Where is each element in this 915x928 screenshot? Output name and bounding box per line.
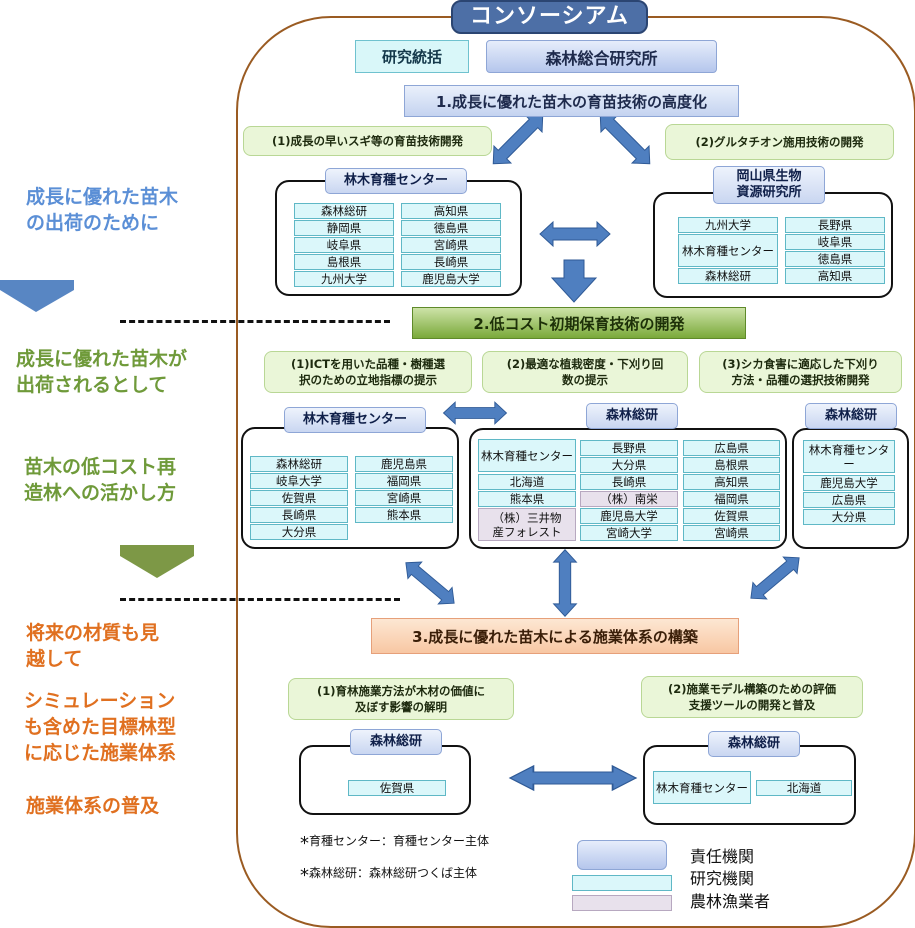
note-2: *森林総研：森林総研つくば主体 <box>300 864 560 886</box>
org-cell: 長崎県 <box>401 254 501 270</box>
org-cell: 林木育種センター <box>678 234 778 267</box>
legend-label-research: 研究機関 <box>690 869 755 888</box>
left-text-6: 施業体系の普及 <box>26 795 160 817</box>
left-text-5: シミュレーション も含めた目標林型 に応じた施業体系 <box>24 690 177 764</box>
org-cell: 岐阜県 <box>785 234 885 250</box>
org-cell: 鹿児島大学 <box>580 508 678 524</box>
consortium-title: コンソーシアム <box>451 0 648 34</box>
org-cell: 鹿児島大学 <box>401 271 501 287</box>
org-cell: 林木育種センター <box>803 440 895 473</box>
org-cell: 徳島県 <box>785 251 885 267</box>
group-head: 森林総研 <box>708 731 800 757</box>
theme-2-subtopic-3: (3)シカ食害に適応した下刈り 方法・品種の選択技術開発 <box>699 351 902 393</box>
group-head: 森林総研 <box>805 403 897 429</box>
org-cell: 林木育種センター <box>478 439 576 472</box>
org-cell: 高知県 <box>401 203 501 219</box>
org-cell: 北海道 <box>478 474 576 490</box>
org-cell: 宮崎県 <box>683 525 780 541</box>
theme-3-subtopic-1: (1)育林施業方法が木材の価値に 及ぼす影響の解明 <box>288 678 514 720</box>
org-cell: 長崎県 <box>250 507 348 523</box>
group-head: 岡山県生物 資源研究所 <box>713 166 825 204</box>
lead-org: 森林総合研究所 <box>486 40 717 73</box>
theme-1-title: 1.成長に優れた苗木の育苗技術の高度化 <box>404 85 739 117</box>
org-cell: 森林総研 <box>250 456 348 472</box>
org-cell: 森林総研 <box>678 268 778 284</box>
separator-line <box>120 320 390 323</box>
theme-1-subtopic-1: (1)成長の早いスギ等の育苗技術開発 <box>243 126 492 156</box>
org-cell-farmer: （株）南栄 <box>580 491 678 507</box>
org-cell: 福岡県 <box>355 473 453 489</box>
theme-3-subtopic-2: (2)施業モデル構築のための評価 支援ツールの開発と普及 <box>641 676 863 718</box>
note-text: 森林総研：森林総研つくば主体 <box>309 866 478 880</box>
org-cell: 大分県 <box>250 524 348 540</box>
org-cell: 静岡県 <box>294 220 394 236</box>
org-cell: 熊本県 <box>355 507 453 523</box>
legend-swatch-farmer <box>572 895 672 911</box>
org-cell: 広島県 <box>803 492 895 508</box>
theme-3-title: 3.成長に優れた苗木による施業体系の構築 <box>371 618 739 654</box>
left-down-arrow-icon <box>0 280 74 312</box>
theme-2-title: 2.低コスト初期保育技術の開発 <box>412 307 746 339</box>
org-cell: 鹿児島大学 <box>803 475 895 491</box>
left-down-arrow-icon <box>120 545 194 578</box>
group-head: 森林総研 <box>586 403 678 429</box>
separator-line <box>120 598 400 601</box>
org-cell: 九州大学 <box>294 271 394 287</box>
org-cell: 島根県 <box>683 457 780 473</box>
org-cell: 森林総研 <box>294 203 394 219</box>
org-cell: 長崎県 <box>580 474 678 490</box>
theme-1-subtopic-2: (2)グルタチオン施用技術の開発 <box>665 124 894 160</box>
org-cell: 北海道 <box>756 780 852 796</box>
org-cell: 宮崎県 <box>355 490 453 506</box>
group-head: 林木育種センター <box>284 407 426 433</box>
org-cell: 林木育種センター <box>653 771 751 804</box>
note-text: 育種センター：育種センター主体 <box>309 834 490 848</box>
org-cell: 九州大学 <box>678 217 778 233</box>
org-cell: 鹿児島県 <box>355 456 453 472</box>
legend-swatch-responsible <box>577 840 667 870</box>
org-cell: 大分県 <box>580 457 678 473</box>
note-star: * <box>300 865 309 886</box>
org-cell: 熊本県 <box>478 491 576 507</box>
org-cell: 高知県 <box>785 268 885 284</box>
org-cell: 佐賀県 <box>348 780 446 796</box>
org-cell: 長野県 <box>580 440 678 456</box>
org-cell: 広島県 <box>683 440 780 456</box>
org-cell: 宮崎大学 <box>580 525 678 541</box>
org-cell: 高知県 <box>683 474 780 490</box>
org-cell: 佐賀県 <box>250 490 348 506</box>
org-cell: 岐阜大学 <box>250 473 348 489</box>
theme-2-subtopic-1: (1)ICTを用いた品種・樹種選 択のための立地指標の提示 <box>264 351 472 393</box>
org-cell: 岐阜県 <box>294 237 394 253</box>
note-star: * <box>300 833 309 854</box>
legend-swatch-research <box>572 875 672 891</box>
group-head: 森林総研 <box>350 729 442 755</box>
theme-2-subtopic-2: (2)最適な植栽密度・下刈り回 数の提示 <box>482 351 688 393</box>
org-cell: 佐賀県 <box>683 508 780 524</box>
org-cell: 宮崎県 <box>401 237 501 253</box>
lead-label: 研究統括 <box>355 40 469 73</box>
legend-label-responsible: 責任機関 <box>690 847 755 866</box>
org-cell: 大分県 <box>803 509 895 525</box>
org-cell-farmer: （株）三井物 産フォレスト <box>478 508 576 541</box>
left-text-2: 成長に優れた苗木が 出荷されるとして <box>16 348 188 396</box>
left-text-3: 苗木の低コスト再 造林への活かし方 <box>24 456 177 504</box>
group-head: 林木育種センター <box>325 168 467 194</box>
org-cell: 福岡県 <box>683 491 780 507</box>
left-text-1: 成長に優れた苗木 の出荷のために <box>26 186 179 234</box>
org-cell: 島根県 <box>294 254 394 270</box>
left-text-4: 将来の材質も見 越して <box>26 622 160 670</box>
org-cell: 長野県 <box>785 217 885 233</box>
note-1: *育種センター：育種センター主体 <box>300 832 560 854</box>
org-cell: 徳島県 <box>401 220 501 236</box>
legend-label-farmer: 農林漁業者 <box>690 892 771 911</box>
